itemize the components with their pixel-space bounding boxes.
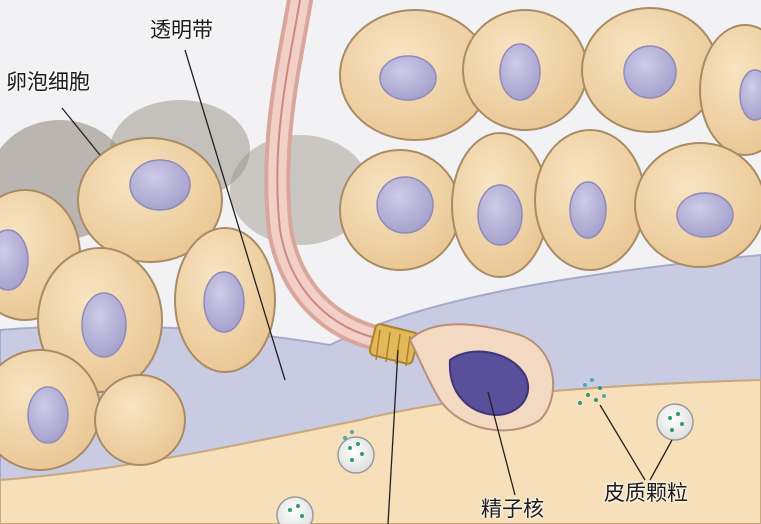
label-zona-pellucida: 透明带 bbox=[150, 18, 213, 42]
follicle-nuclei-right bbox=[376, 43, 761, 246]
leader-follicle bbox=[61, 107, 101, 156]
leader-granule-b bbox=[649, 439, 673, 481]
label-cortical-granules: 皮质颗粒 bbox=[604, 481, 688, 505]
sperm-tail bbox=[264, 0, 398, 353]
follicle-nuclei-left bbox=[0, 159, 245, 444]
leader-granule-a bbox=[599, 404, 646, 481]
sperm-nucleus-shape bbox=[448, 350, 530, 417]
label-sperm-nucleus: 精子核 bbox=[481, 497, 544, 521]
label-follicle-cells: 卵泡细胞 bbox=[6, 70, 90, 94]
cortical-granules bbox=[276, 378, 694, 524]
cortical-granule-release bbox=[578, 378, 606, 405]
cortical-granule bbox=[656, 403, 694, 441]
leader-midpiece bbox=[387, 349, 399, 524]
cortical-granule bbox=[276, 496, 314, 524]
cortical-granule bbox=[337, 430, 375, 474]
sperm-head bbox=[408, 323, 555, 432]
leader-zona bbox=[184, 49, 286, 381]
leader-lines bbox=[61, 49, 673, 524]
leader-nucleus bbox=[487, 391, 516, 496]
